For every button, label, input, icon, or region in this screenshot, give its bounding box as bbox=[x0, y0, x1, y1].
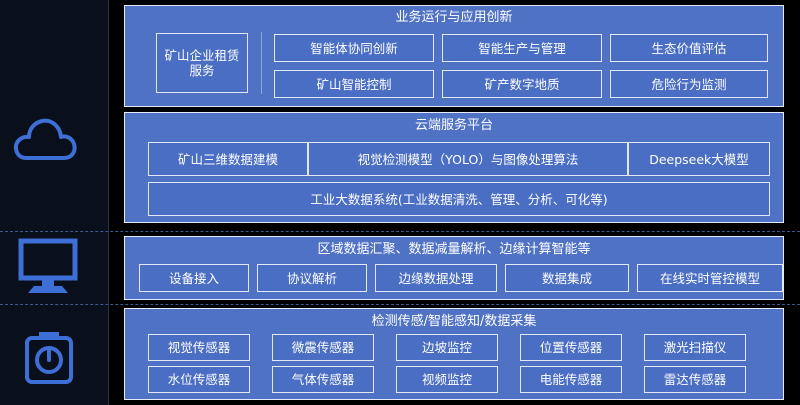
function-box: 矿产数字地质 bbox=[442, 70, 602, 98]
column-divider bbox=[108, 0, 109, 405]
cloud-icon bbox=[12, 114, 78, 164]
sensor-box: 边坡监控 bbox=[396, 334, 498, 361]
sensor-device-icon bbox=[24, 330, 74, 384]
big-data-system-box: 工业大数据系统(工业数据清洗、管理、分析、可化等) bbox=[148, 182, 770, 216]
function-box: 协议解析 bbox=[257, 264, 367, 292]
function-box: 在线实时管控模型 bbox=[637, 264, 783, 292]
sensor-box: 视觉传感器 bbox=[148, 334, 250, 361]
function-box: 设备接入 bbox=[139, 264, 249, 292]
function-box: Deepseek大模型 bbox=[628, 142, 770, 176]
sensor-box: 雷达传感器 bbox=[644, 366, 746, 393]
layer-separator bbox=[0, 304, 800, 305]
sensor-box: 电能传感器 bbox=[520, 366, 622, 393]
sensor-box: 视频监控 bbox=[396, 366, 498, 393]
monitor-icon bbox=[18, 238, 78, 296]
layer-title: 检测传感/智能感知/数据采集 bbox=[371, 314, 537, 329]
left-service-box: 矿山企业租赁服务 bbox=[156, 33, 248, 93]
sensor-box: 水位传感器 bbox=[148, 366, 250, 393]
function-box: 矿山三维数据建模 bbox=[148, 142, 308, 176]
function-box: 智能生产与管理 bbox=[442, 34, 602, 62]
sensor-box: 位置传感器 bbox=[520, 334, 622, 361]
layer-separator bbox=[0, 231, 800, 232]
layer-title: 区域数据汇聚、数据减量解析、边缘计算智能等 bbox=[317, 242, 591, 257]
function-box: 生态价值评估 bbox=[610, 34, 768, 62]
function-box: 边缘数据处理 bbox=[375, 264, 497, 292]
divider-line bbox=[261, 32, 262, 94]
sensor-box: 气体传感器 bbox=[272, 366, 374, 393]
layer-title: 业务运行与应用创新 bbox=[395, 10, 513, 25]
function-box: 智能体协同创新 bbox=[274, 34, 434, 62]
function-box: 危险行为监测 bbox=[610, 70, 768, 98]
sensor-box: 激光扫描仪 bbox=[644, 334, 746, 361]
sensor-box: 微震传感器 bbox=[272, 334, 374, 361]
function-box: 数据集成 bbox=[505, 264, 629, 292]
function-box: 矿山智能控制 bbox=[274, 70, 434, 98]
layer-title: 云端服务平台 bbox=[414, 118, 493, 133]
function-box: 视觉检测模型（YOLO）与图像处理算法 bbox=[308, 142, 628, 176]
